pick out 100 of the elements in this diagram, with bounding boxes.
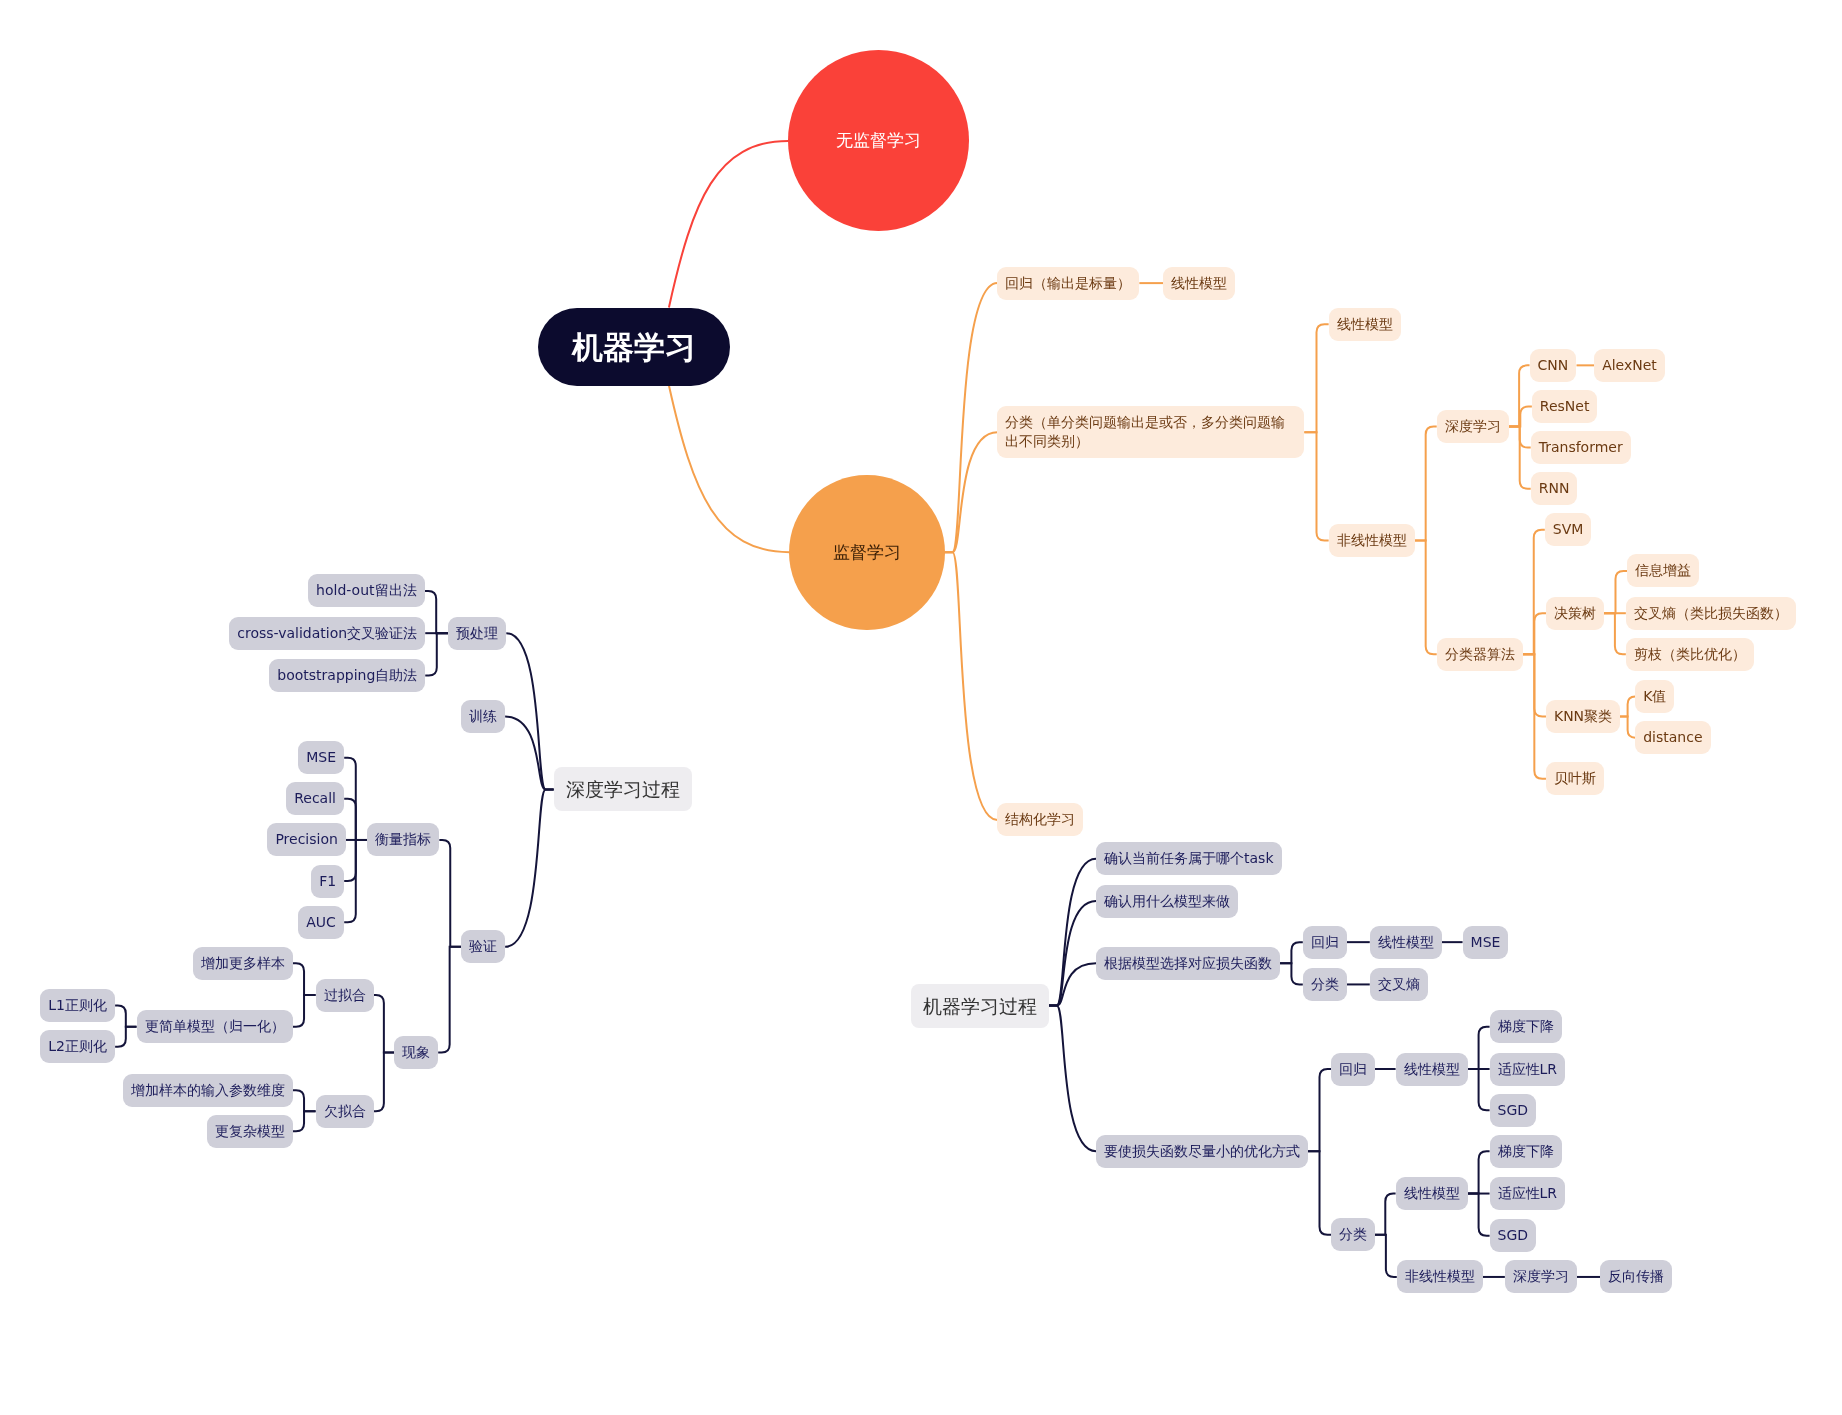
topic-box: 信息增益 <box>1627 554 1699 588</box>
topic-box: hold-out留出法 <box>308 574 425 608</box>
topic-box: MSE <box>1462 925 1509 959</box>
topic-circle: 监督学习 <box>789 474 945 630</box>
topic-box: 分类 <box>1302 967 1347 1001</box>
connector-line <box>437 945 463 1054</box>
topic-box: 结构化学习 <box>997 803 1084 837</box>
connector-line <box>1440 941 1464 944</box>
connector-line <box>343 838 369 924</box>
topic-box: 确认用什么模型来做 <box>1096 884 1239 918</box>
topic-box: ResNet <box>1531 389 1598 423</box>
topic-box: Transformer <box>1530 431 1631 465</box>
topic-box: 反向传播 <box>1600 1260 1672 1294</box>
topic-box: 线性模型 <box>1395 1177 1468 1211</box>
connector-line <box>667 384 791 554</box>
connector-line <box>1303 431 1330 542</box>
connector-line <box>1413 539 1438 656</box>
topic-box: 线性模型 <box>1395 1052 1468 1086</box>
topic-box: 线性模型 <box>1369 925 1442 959</box>
connector-line <box>372 1051 396 1113</box>
topic-box: 深度学习 <box>1504 1260 1577 1294</box>
topic-box: KNN聚类 <box>1545 700 1621 734</box>
topic-box: 增加样本的输入参数维度 <box>122 1073 293 1107</box>
connector-line <box>1307 1150 1332 1236</box>
topic-box: 预处理 <box>448 616 507 650</box>
topic-box: K值 <box>1635 680 1675 714</box>
topic-box: 剪枝（类比优化） <box>1625 637 1754 671</box>
connector-line <box>1345 941 1371 944</box>
topic-box: 线性模型 <box>1163 266 1235 300</box>
topic-box: 增加更多样本 <box>192 946 293 980</box>
topic-box: 梯度下降 <box>1489 1010 1562 1044</box>
connector-line <box>424 632 450 677</box>
connector-line <box>1279 962 1304 986</box>
topic-box: 非线性模型 <box>1328 523 1415 557</box>
topic-box: SGD <box>1489 1219 1537 1253</box>
topic-box: AlexNet <box>1594 348 1665 382</box>
topic-box: 分类器算法 <box>1436 637 1523 671</box>
connector-line <box>1602 612 1627 656</box>
topic-box: 交叉熵（类比损失函数） <box>1625 596 1796 630</box>
connector-line <box>1047 1004 1098 1153</box>
connector-line <box>1374 1233 1398 1278</box>
main-topic-box: 深度学习过程 <box>553 767 692 812</box>
topic-box: 深度学习 <box>1436 409 1509 443</box>
topic-box: F1 <box>311 864 345 898</box>
connector-line <box>1521 653 1547 780</box>
topic-box: 更复杂模型 <box>206 1114 293 1148</box>
connector-line <box>114 1025 138 1048</box>
topic-box: 决策树 <box>1545 596 1604 630</box>
topic-box: L2正则化 <box>40 1030 115 1064</box>
topic-box: SVM <box>1544 513 1592 547</box>
main-topic-box: 机器学习过程 <box>910 983 1049 1028</box>
topic-box: L1正则化 <box>40 989 115 1023</box>
connector-line <box>1466 1192 1491 1237</box>
topic-box: bootstrapping自助法 <box>269 658 426 692</box>
connector-line <box>1138 282 1164 285</box>
topic-box: 交叉熵 <box>1369 967 1428 1001</box>
topic-box: 现象 <box>394 1036 439 1070</box>
connector-line <box>1575 1275 1601 1278</box>
topic-box: distance <box>1635 721 1711 755</box>
central-topic: 机器学习 <box>538 307 731 386</box>
connector-line <box>943 551 999 821</box>
topic-box: 确认当前任务属于哪个task <box>1096 842 1282 876</box>
topic-box: 回归（输出是标量） <box>997 266 1140 300</box>
connector-line <box>1507 425 1532 490</box>
connector-line <box>1575 364 1596 367</box>
topic-box: RNN <box>1530 472 1578 506</box>
connector-line <box>667 139 790 309</box>
topic-box: SGD <box>1489 1093 1537 1127</box>
connector-line <box>1374 1068 1397 1070</box>
topic-box: 非线性模型 <box>1396 1260 1483 1294</box>
topic-box: 过拟合 <box>315 978 374 1012</box>
topic-box: 适应性LR <box>1489 1177 1566 1211</box>
connector-line <box>1345 983 1371 986</box>
connector-line <box>504 788 555 948</box>
topic-box: 梯度下降 <box>1489 1134 1562 1168</box>
topic-box: 训练 <box>461 700 506 734</box>
topic-box: 回归 <box>1302 925 1347 959</box>
topic-box: 欠拟合 <box>315 1094 374 1128</box>
topic-box: Precision <box>267 823 346 857</box>
topic-box: CNN <box>1529 348 1577 382</box>
topic-box: 衡量指标 <box>367 823 440 857</box>
topic-box: Recall <box>286 782 344 816</box>
connector-line <box>1481 1275 1506 1278</box>
topic-box: 根据模型选择对应损失函数 <box>1096 946 1281 980</box>
topic-box: 验证 <box>461 930 506 964</box>
topic-box: 适应性LR <box>1489 1052 1566 1086</box>
topic-box: 贝叶斯 <box>1545 762 1604 796</box>
topic-box: AUC <box>298 905 344 939</box>
topic-box: 回归 <box>1331 1052 1375 1086</box>
topic-box: cross-validation交叉验证法 <box>229 616 426 650</box>
topic-box: MSE <box>298 741 344 775</box>
topic-circle: 无监督学习 <box>788 50 970 232</box>
topic-box: 分类 <box>1331 1218 1375 1252</box>
topic-box: 更简单模型（归一化） <box>136 1010 293 1044</box>
topic-box: 线性模型 <box>1328 307 1401 341</box>
connector-line <box>291 1110 317 1133</box>
connector-line <box>291 994 317 1028</box>
topic-box: 分类（单分类问题输出是或否，多分类问题输出不同类别） <box>997 406 1304 459</box>
topic-box: 要使损失函数尽量小的优化方式 <box>1096 1134 1309 1168</box>
connector-line <box>1466 1068 1491 1112</box>
